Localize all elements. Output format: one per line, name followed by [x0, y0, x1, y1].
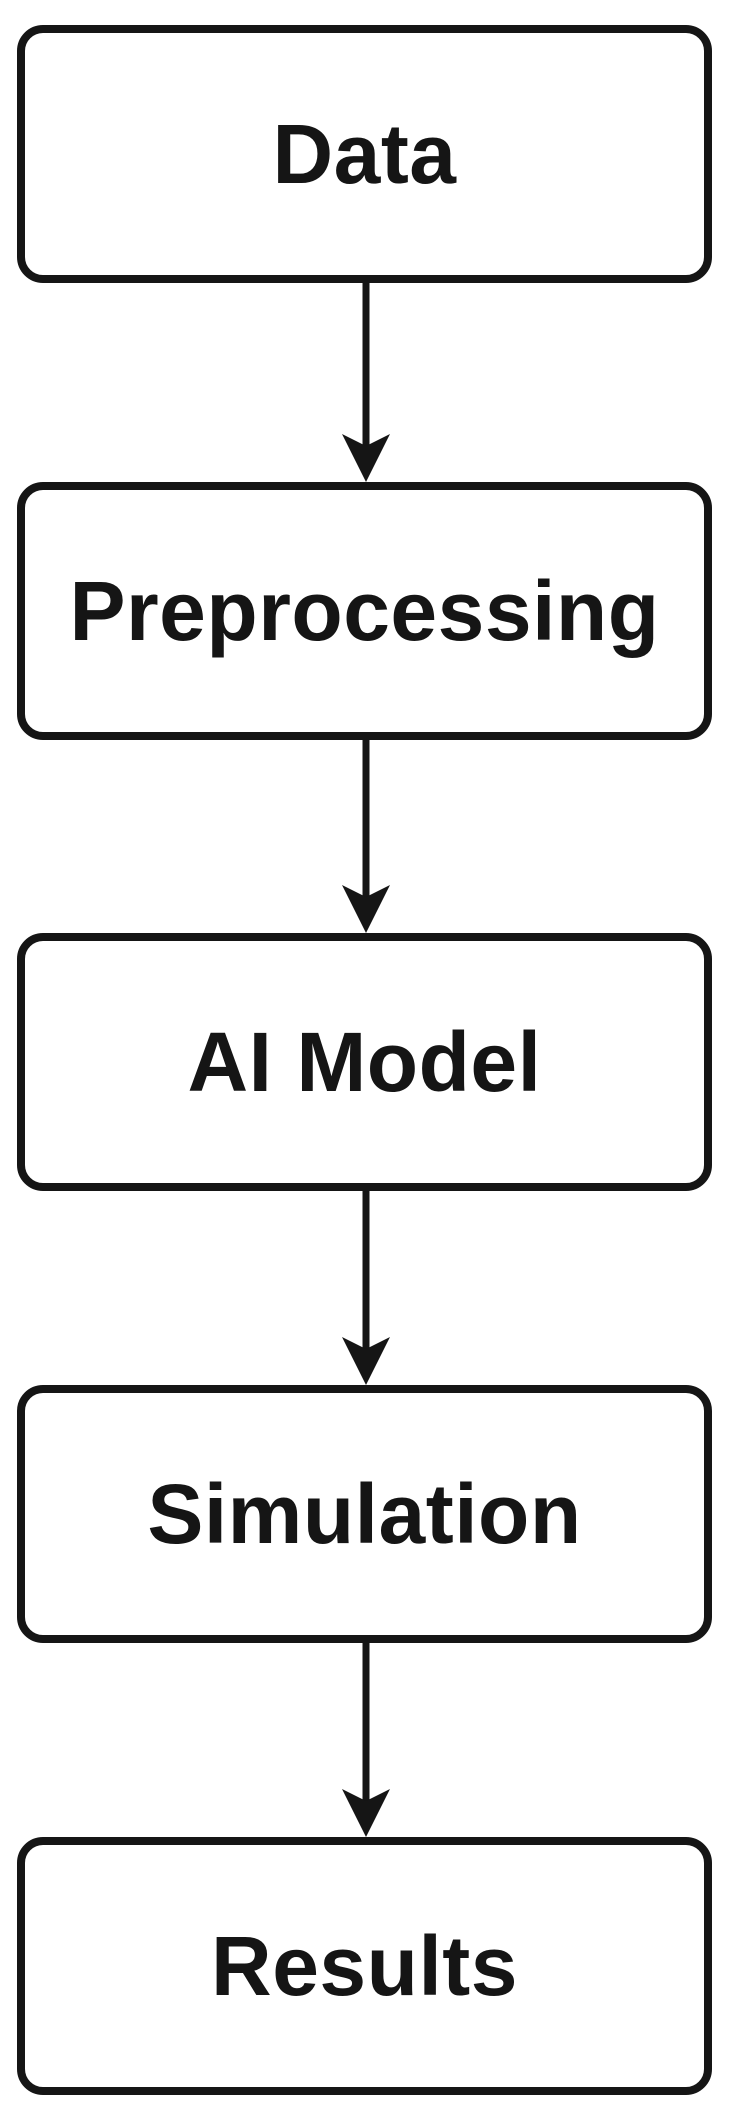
arrow-ai-model-to-simulation-icon — [342, 1191, 390, 1385]
flow-node-label: Results — [211, 1918, 518, 2013]
flow-node-ai-model: AI Model — [17, 933, 712, 1191]
arrow-simulation-to-results-icon — [342, 1643, 390, 1837]
flow-node-label: Simulation — [147, 1466, 582, 1561]
flow-node-preprocessing: Preprocessing — [17, 482, 712, 740]
flow-node-simulation: Simulation — [17, 1385, 712, 1643]
flow-node-label: Preprocessing — [69, 563, 660, 658]
flow-node-results: Results — [17, 1837, 712, 2095]
arrow-preprocessing-to-ai-model-icon — [342, 740, 390, 933]
arrow-data-to-preprocessing-icon — [342, 283, 390, 482]
flow-node-label: Data — [272, 106, 457, 201]
flow-node-label: AI Model — [187, 1014, 542, 1109]
flow-node-data: Data — [17, 25, 712, 283]
